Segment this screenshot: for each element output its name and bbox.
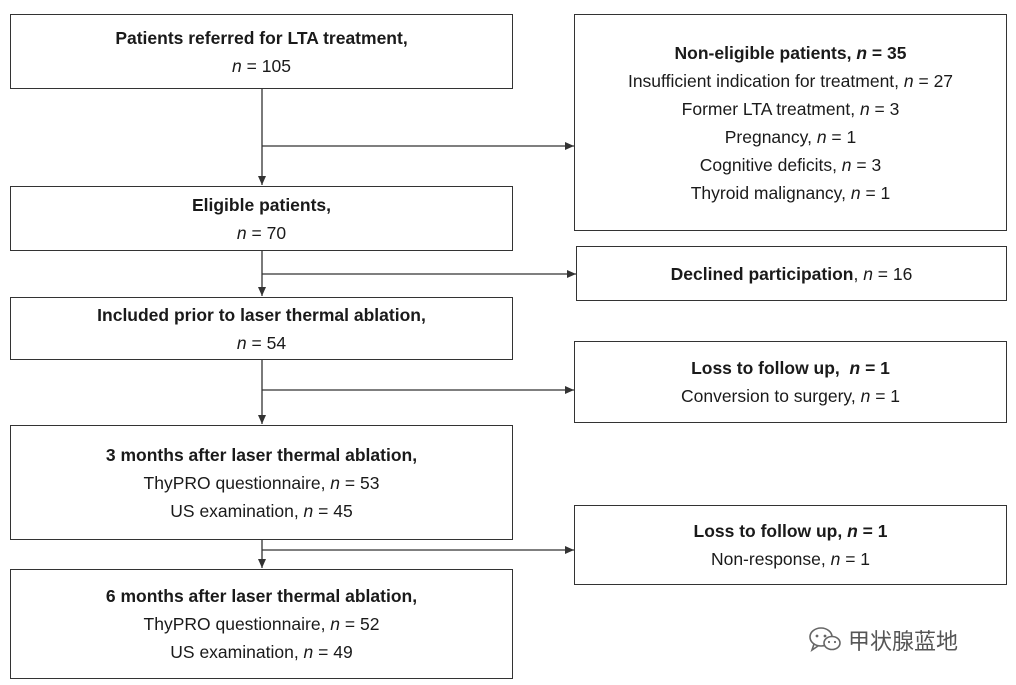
box-loss-followup-2: Loss to follow up, n = 1 Non-response, n… (574, 505, 1007, 585)
six-months-item: ThyPRO questionnaire, n = 52 (143, 614, 380, 634)
three-months-item: US examination, n = 45 (170, 500, 353, 521)
non-eligible-title: Non-eligible patients, n = 35 (674, 42, 907, 63)
reason-item: Pregnancy, n = 1 (724, 126, 857, 147)
included-title: Included prior to laser thermal ablation… (97, 304, 426, 325)
loss2-title: Loss to follow up, n = 1 (693, 521, 888, 541)
reason-item: Thyroid malignancy, n = 1 (690, 182, 891, 203)
included-count: n = 54 (236, 332, 287, 353)
declined-text: Declined participation, n = 16 (670, 263, 913, 284)
box-6-months: 6 months after laser thermal ablation, T… (10, 569, 513, 679)
reason-item: Former LTA treatment, n = 3 (681, 98, 900, 119)
loss1-title: Loss to follow up, n = 1 (691, 358, 890, 378)
box-included: Included prior to laser thermal ablation… (10, 297, 513, 360)
reason-item: Cognitive deficits, n = 3 (699, 154, 882, 175)
three-months-item: ThyPRO questionnaire, n = 53 (143, 472, 380, 493)
wechat-icon (809, 627, 841, 652)
six-months-item: US examination, n = 49 (170, 642, 353, 662)
eligible-title: Eligible patients, (191, 194, 332, 215)
loss1-detail: Conversion to surgery, n = 1 (680, 386, 901, 406)
referred-count: n = 105 (232, 55, 291, 76)
watermark-text: 甲状腺蓝地 (848, 630, 959, 655)
loss2-detail: Non-response, n = 1 (710, 549, 871, 569)
box-loss-followup-1: Loss to follow up, n = 1 Conversion to s… (574, 341, 1007, 423)
box-3-months: 3 months after laser thermal ablation, T… (10, 425, 513, 540)
box-non-eligible: Non-eligible patients, n = 35 Insufficie… (574, 14, 1007, 231)
watermark: 甲状腺蓝地 (808, 622, 998, 658)
box-eligible: Eligible patients, n = 70 (10, 186, 513, 251)
eligible-count: n = 70 (236, 222, 287, 243)
box-declined: Declined participation, n = 16 (576, 246, 1007, 301)
three-months-title: 3 months after laser thermal ablation, (105, 444, 418, 465)
box-referred: Patients referred for LTA treatment, n =… (10, 14, 513, 89)
six-months-title: 6 months after laser thermal ablation, (105, 586, 418, 606)
referred-title: Patients referred for LTA treatment, (115, 27, 408, 48)
reason-item: Insufficient indication for treatment, n… (627, 70, 954, 91)
